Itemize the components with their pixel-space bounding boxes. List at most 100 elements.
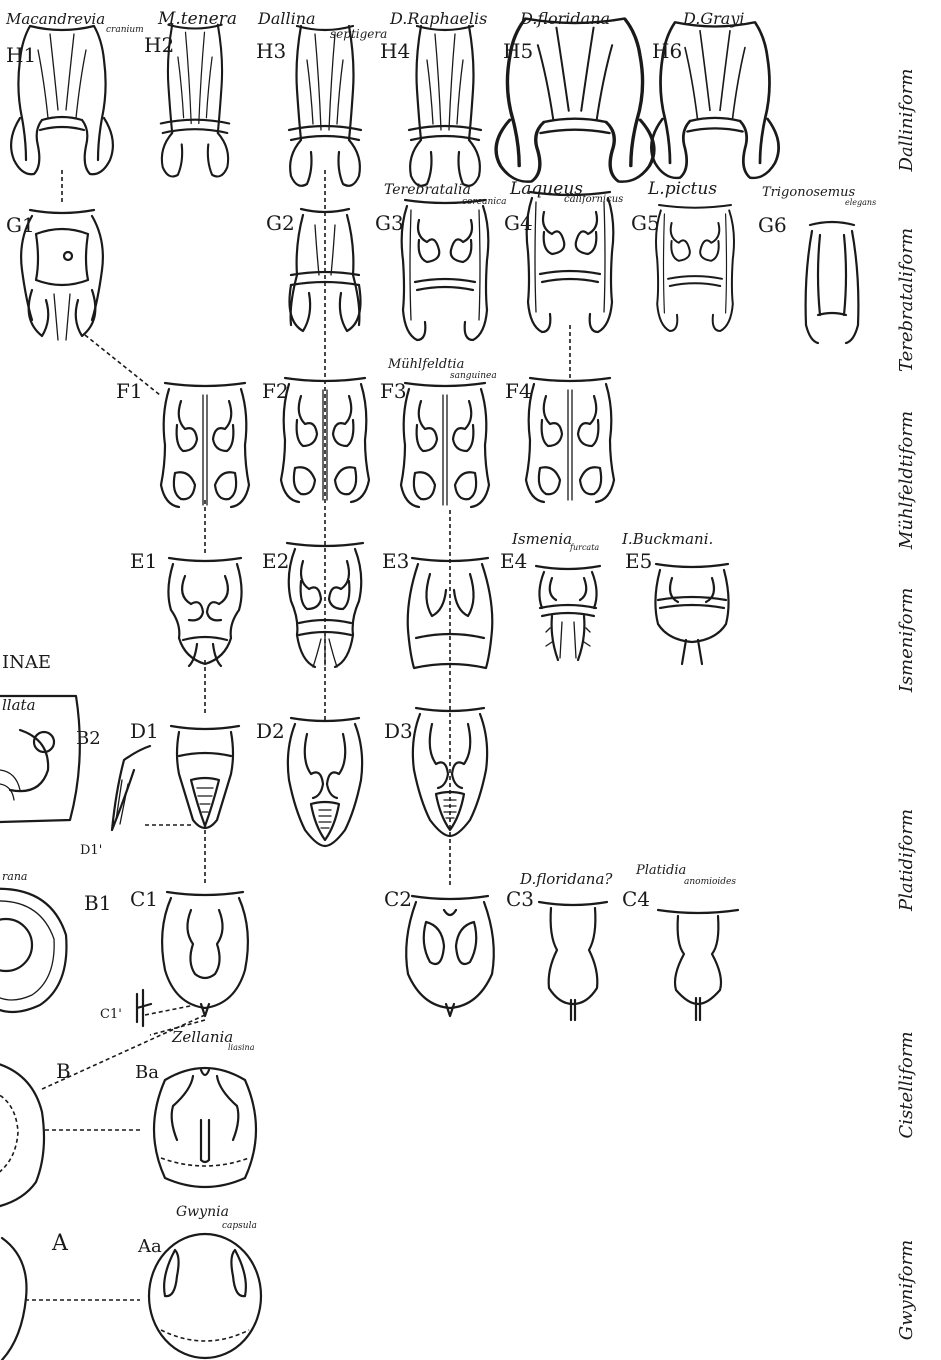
label-e1: E1 bbox=[130, 549, 157, 573]
specimen-aa bbox=[149, 1234, 261, 1358]
name-ba-genus: Zellania bbox=[171, 1028, 233, 1046]
name-b2-fragment: llata bbox=[2, 696, 36, 714]
name-g6-species: elegans bbox=[845, 198, 876, 207]
specimen-d1-prime bbox=[112, 746, 150, 830]
specimen-b1 bbox=[0, 889, 66, 1012]
specimen-c1 bbox=[162, 892, 248, 1016]
name-g3-species: coreanica bbox=[462, 197, 507, 207]
specimen-f4 bbox=[526, 378, 614, 502]
row-f: F1 F2 F3 F4 Mühlfeldtia sanguinea bbox=[116, 357, 614, 507]
row-a: A Aa Gwynia capsula bbox=[2, 1204, 261, 1360]
row-b: B Ba B1 B2 Zellania liasina rana llata bbox=[0, 696, 256, 1208]
label-c3: C3 bbox=[506, 887, 534, 911]
specimen-b bbox=[0, 1062, 44, 1208]
specimen-d2 bbox=[288, 718, 362, 846]
specimen-g3 bbox=[402, 200, 489, 340]
name-h4: D.Raphaelis bbox=[389, 9, 487, 28]
name-c4-genus: Platidia bbox=[635, 863, 686, 878]
name-h3-genus: Dallina bbox=[257, 9, 316, 28]
label-e3: E3 bbox=[382, 549, 409, 573]
label-d3: D3 bbox=[384, 719, 413, 743]
name-e5: I.Buckmani. bbox=[621, 530, 713, 548]
specimen-c3 bbox=[539, 902, 607, 1020]
label-h1: H1 bbox=[6, 43, 36, 67]
name-g4-species: californicus bbox=[564, 194, 623, 205]
name-c3: D.floridana? bbox=[519, 870, 613, 888]
left-fragment: INAE bbox=[2, 652, 51, 673]
label-ba: Ba bbox=[135, 1062, 159, 1083]
specimen-c1-prime bbox=[137, 990, 151, 1026]
label-aa: Aa bbox=[137, 1236, 162, 1257]
specimen-ba bbox=[154, 1068, 256, 1187]
name-h2: M.tenera bbox=[157, 9, 237, 29]
stage-ismeniform: Ismeniform bbox=[896, 588, 917, 694]
specimen-d1 bbox=[171, 726, 239, 828]
name-h1-species: cranium bbox=[106, 25, 144, 35]
label-e5: E5 bbox=[625, 549, 652, 573]
name-h3-species: septigera bbox=[330, 27, 387, 41]
name-aa-genus: Gwynia bbox=[176, 1204, 229, 1220]
specimen-e4 bbox=[536, 566, 600, 660]
label-f1: F1 bbox=[116, 379, 143, 403]
label-h5: H5 bbox=[503, 39, 533, 63]
name-g6-genus: Trigonosemus bbox=[762, 185, 855, 200]
stage-labels: Dalliniform Terebrataliform Mühlfeldtifo… bbox=[896, 69, 917, 1341]
name-aa-species: capsula bbox=[222, 1221, 257, 1231]
label-c2: C2 bbox=[384, 887, 412, 911]
specimen-g4 bbox=[527, 192, 614, 332]
specimen-f3 bbox=[401, 383, 489, 507]
row-g: G1 G2 G3 G4 G5 G6 Terebratalia coreanica… bbox=[6, 179, 876, 343]
stage-dalliniform: Dalliniform bbox=[896, 69, 917, 173]
label-d1: D1 bbox=[130, 719, 159, 743]
label-g2: G2 bbox=[266, 211, 295, 235]
name-e4-genus: Ismenia bbox=[511, 530, 572, 548]
specimen-a bbox=[2, 1238, 27, 1360]
label-e2: E2 bbox=[262, 549, 289, 573]
stage-terebrataliform: Terebrataliform bbox=[896, 228, 917, 372]
label-c1-prime: C1' bbox=[100, 1007, 122, 1022]
label-h6: H6 bbox=[652, 39, 682, 63]
stage-cistelliform: Cistelliform bbox=[896, 1031, 917, 1138]
label-c4: C4 bbox=[622, 887, 650, 911]
label-f2: F2 bbox=[262, 379, 289, 403]
specimen-b2 bbox=[0, 696, 80, 822]
label-a: A bbox=[51, 1231, 69, 1256]
name-h5: D.floridana bbox=[519, 9, 610, 28]
label-b1: B1 bbox=[84, 891, 111, 915]
label-h2: H2 bbox=[144, 33, 174, 57]
row-h: H1 H2 H3 H4 H5 H6 Macandrevia cranium M.… bbox=[5, 9, 779, 186]
specimen-e5 bbox=[655, 564, 728, 664]
label-h3: H3 bbox=[256, 39, 286, 63]
name-g5: L.pictus bbox=[647, 179, 717, 199]
name-f3-species: sanguinea bbox=[450, 371, 497, 381]
name-h1-genus: Macandrevia bbox=[5, 10, 105, 28]
name-g3-genus: Terebratalia bbox=[384, 182, 471, 198]
stage-platidiform: Platidiform bbox=[896, 809, 917, 912]
name-e4-species: furcata bbox=[569, 543, 599, 552]
specimen-h4 bbox=[409, 26, 481, 186]
stage-gwyniform: Gwyniform bbox=[896, 1240, 917, 1340]
row-d: D1 D2 D3 D1' bbox=[80, 708, 487, 858]
label-h4: H4 bbox=[380, 39, 410, 63]
label-d1-prime: D1' bbox=[80, 843, 102, 858]
name-f3-genus: Mühlfeldtia bbox=[387, 357, 464, 372]
name-h6: D.Grayi bbox=[682, 9, 744, 28]
specimen-g5 bbox=[656, 205, 734, 331]
specimen-c2 bbox=[406, 896, 494, 1016]
name-ba-species: liasina bbox=[228, 1043, 255, 1052]
label-g5: G5 bbox=[631, 211, 660, 235]
specimen-g6 bbox=[806, 222, 859, 343]
specimen-e1 bbox=[168, 558, 241, 666]
row-c: C1 C2 C3 C4 C1' D.floridana? Platidia an… bbox=[100, 863, 738, 1026]
label-c1: C1 bbox=[130, 887, 158, 911]
name-b1-fragment: rana bbox=[2, 870, 27, 883]
specimen-c4 bbox=[658, 910, 738, 1020]
label-g4: G4 bbox=[504, 211, 533, 235]
label-d2: D2 bbox=[256, 719, 285, 743]
label-f4: F4 bbox=[505, 379, 532, 403]
stage-muhlfeldtiform: Mühlfeldtiform bbox=[896, 411, 917, 550]
label-b2: B2 bbox=[76, 728, 101, 749]
label-g1: G1 bbox=[6, 213, 35, 237]
name-c4-species: anomioides bbox=[684, 877, 736, 887]
